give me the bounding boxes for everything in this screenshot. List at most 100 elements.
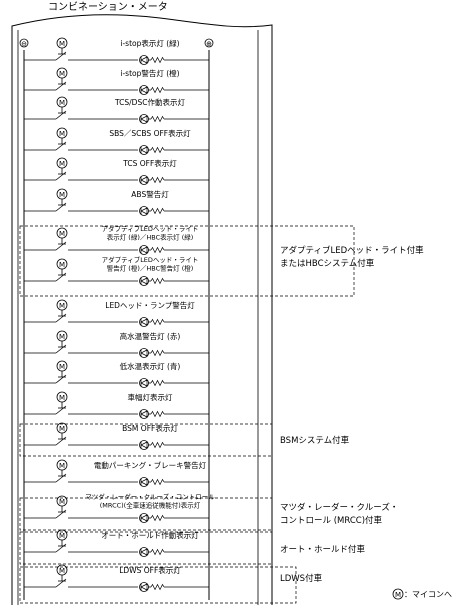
switch-contact: [24, 110, 138, 120]
led-indicator: [139, 175, 149, 185]
option-group-label: BSMシステム付車: [280, 435, 350, 446]
indicator-row: M オート・ホールド作動表示灯: [24, 529, 209, 557]
switch-contact: [24, 344, 138, 354]
indicator-label: LDWS OFF表示灯: [119, 565, 181, 575]
microcomputer-label: M: [59, 498, 65, 506]
microcomputer-label: M: [59, 567, 65, 575]
indicator-label: TCS OFF表示灯: [122, 158, 177, 168]
microcomputer-label: M: [59, 191, 65, 199]
switch-contact: [24, 313, 138, 323]
resistor: [148, 86, 209, 94]
microcomputer-label: M: [59, 302, 65, 310]
switch-contact: [24, 141, 138, 151]
microcomputer-symbol: M: [56, 67, 68, 84]
led-indicator: [139, 114, 149, 124]
switch-contact: [24, 578, 138, 588]
switch-contact: [24, 543, 138, 553]
microcomputer-symbol: M: [56, 96, 68, 113]
microcomputer-symbol: M: [56, 227, 68, 244]
option-groups: アダプティブLEDヘッド・ライト付車またはHBCシステム付車BSMシステム付車マ…: [19, 225, 424, 604]
microcomputer-label: M: [59, 99, 65, 107]
indicator-row: M SBS／SCBS OFF表示灯: [24, 127, 209, 155]
microcomputer-symbol: M: [56, 188, 68, 205]
power-terminal: ⊕: [204, 38, 214, 48]
microcomputer-symbol: M: [56, 422, 68, 439]
led-indicator: [139, 513, 149, 523]
indicator-row: M LDWS OFF表示灯: [24, 564, 209, 592]
led-indicator: [139, 348, 149, 358]
switch-contact: [24, 405, 138, 415]
microcomputer-label: M: [59, 532, 65, 540]
option-group-label: コントロール (MRCC)付車: [280, 515, 383, 526]
resistor: [148, 115, 209, 123]
microcomputer-symbol: M: [56, 564, 68, 581]
microcomputer-symbol: M: [56, 330, 68, 347]
resistor: [148, 277, 209, 285]
indicator-label: アダプティブLEDヘッド・ライト: [102, 255, 199, 264]
option-group-box: [19, 225, 355, 297]
switch-contact: [24, 171, 138, 181]
microcomputer-symbol: M: [56, 37, 68, 54]
switch-contact: [24, 51, 138, 61]
led-indicator: [139, 85, 149, 95]
resistor: [148, 514, 209, 522]
indicator-label: 低水温表示灯 (青): [120, 361, 181, 371]
led-indicator: [139, 582, 149, 592]
microcomputer-label: M: [59, 462, 65, 470]
switch-contact: [24, 436, 138, 446]
switch-contact: [24, 241, 138, 251]
microcomputer-symbol: M: [56, 299, 68, 316]
resistor: [148, 56, 209, 64]
resistor: [148, 379, 209, 387]
microcomputer-symbol: M: [56, 391, 68, 408]
indicator-label: 高水温警告灯 (赤): [120, 331, 181, 341]
led-indicator: [139, 55, 149, 65]
switch-contact: [24, 509, 138, 519]
switch-contact: [24, 272, 138, 282]
option-group-label: アダプティブLEDヘッド・ライト付車: [280, 245, 424, 256]
microcomputer-symbol: M: [56, 127, 68, 144]
led-indicator: [139, 206, 149, 216]
option-group-label: またはHBCシステム付車: [280, 258, 375, 269]
microcomputer-label: M: [59, 40, 65, 48]
resistor: [148, 246, 209, 254]
diagram-title: コンビネーション・メータ: [48, 1, 168, 13]
indicator-label: LEDヘッド・ランプ警告灯: [105, 300, 195, 310]
indicator-label: オート・ホールド作動表示灯: [101, 530, 199, 540]
microcomputer-label: M: [59, 261, 65, 269]
indicator-label: i-stop警告灯 (橙): [120, 68, 179, 78]
indicator-label: 電動パーキング・ブレーキ警告灯: [94, 460, 207, 470]
led-indicator: [139, 245, 149, 255]
option-group: LDWS付車: [19, 566, 323, 604]
led-indicator: [139, 317, 149, 327]
led-indicator: [139, 547, 149, 557]
option-group-box: [19, 423, 273, 457]
legend-text: ：マイコンへ: [404, 590, 452, 599]
resistor: [148, 478, 209, 486]
microcomputer-label: M: [59, 394, 65, 402]
microcomputer-label: M: [59, 160, 65, 168]
option-group-label: オート・ホールド付車: [280, 544, 366, 555]
resistor: [148, 207, 209, 215]
indicator-label: i-stop表示灯 (緑): [120, 38, 179, 48]
microcomputer-symbol: M: [56, 258, 68, 275]
led-indicator: [139, 409, 149, 419]
microcomputer-label: M: [59, 230, 65, 238]
microcomputer-symbol: M: [56, 495, 68, 512]
indicator-label: SBS／SCBS OFF表示灯: [109, 128, 191, 138]
led-indicator: [139, 145, 149, 155]
microcomputer-label: M: [59, 130, 65, 138]
indicator-row: M 電動パーキング・ブレーキ警告灯: [24, 459, 209, 487]
